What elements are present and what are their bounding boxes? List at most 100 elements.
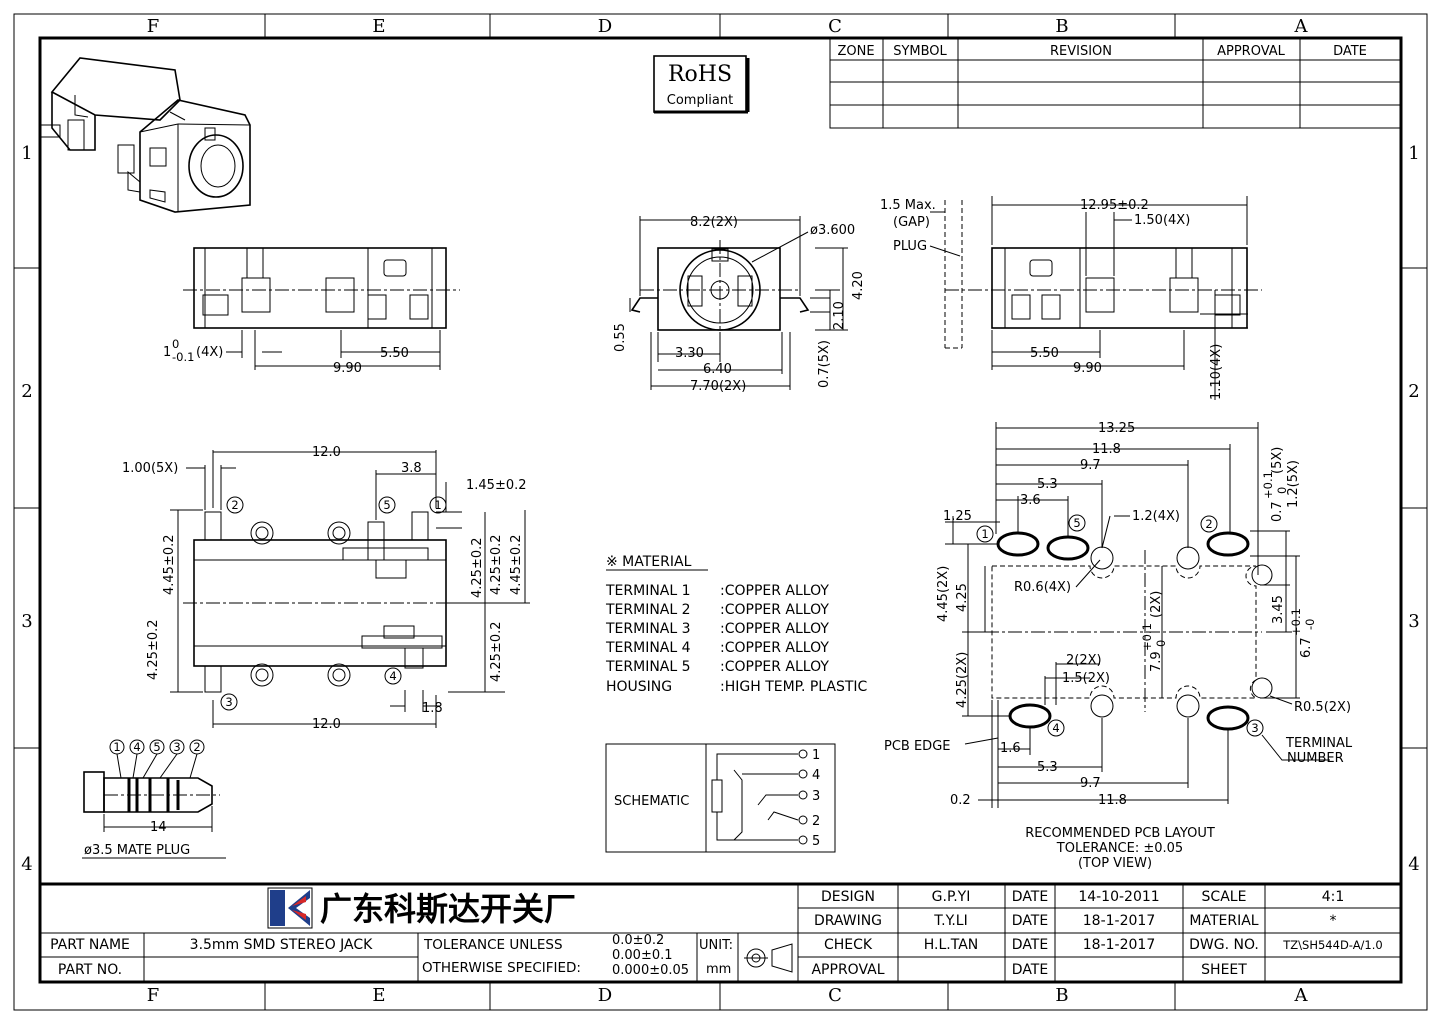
dim-label: 0 (172, 337, 179, 351)
zone-row-left: 4 (21, 854, 32, 875)
zone-col-bottom: E (372, 985, 385, 1006)
side-view-right: 1.5 Max. (GAP) PLUG 12.95±0.2 1.50(4X) 5… (880, 196, 1262, 400)
date-label: DATE (1012, 913, 1048, 929)
schematic-pin: 4 (812, 768, 820, 783)
terminal-balloon: 4 (389, 669, 396, 683)
zone-col-bottom: F (147, 985, 160, 1006)
material-item-value: :COPPER ALLOY (720, 640, 829, 656)
pcb-caption: TOLERANCE: ±0.05 (1056, 841, 1183, 856)
plug-balloon: 4 (133, 740, 140, 754)
material-value: * (1330, 913, 1337, 929)
pcb-dim: +0.1 (1140, 623, 1154, 651)
dim-label: 1.50(4X) (1134, 213, 1190, 228)
pcb-dim: 9.7 (1080, 458, 1101, 473)
pcb-dim: (2X) (1149, 591, 1164, 618)
revision-table: ZONE SYMBOL REVISION APPROVAL DATE (829, 37, 1402, 129)
tolerance-label: OTHERWISE SPECIFIED: (422, 960, 581, 976)
pcb-dim: 3.6 (1020, 493, 1041, 508)
terminal-balloon: 1 (434, 498, 441, 512)
front-view: 8.2(2X) ø3.600 4.20 2.10 0.7(5X) 0.55 3.… (613, 215, 866, 394)
part-name-label: PART NAME (50, 937, 130, 953)
zone-col-bottom: C (828, 985, 842, 1006)
pcb-dim: TERMINAL (1285, 736, 1353, 751)
pcb-dim: 0 (1154, 640, 1168, 647)
schematic-pin: 2 (812, 814, 820, 829)
pcb-dim: 11.8 (1098, 793, 1127, 808)
tolerance-value: 0.0±0.2 (612, 933, 664, 948)
zone-row-right: 1 (1408, 143, 1419, 164)
schematic-label: SCHEMATIC (614, 794, 689, 809)
zone-col-top: A (1294, 16, 1309, 37)
pcb-dim: +0.1 (1289, 608, 1303, 636)
dim-label: 14 (150, 820, 167, 835)
part-no-label: PART NO. (58, 962, 122, 978)
plug-balloon: 2 (193, 740, 200, 754)
pcb-dim: 4.25 (955, 583, 970, 612)
material-item-value: :COPPER ALLOY (720, 583, 829, 599)
dim-label: 1.10(4X) (1209, 344, 1224, 400)
revision-header: DATE (1333, 44, 1367, 59)
zone-col-top: E (372, 16, 385, 37)
dim-label: 3.8 (401, 461, 422, 476)
dim-label: 4.45±0.2 (509, 534, 524, 595)
dim-label: 12.0 (312, 445, 341, 460)
material-item-name: TERMINAL 1 (605, 583, 691, 599)
material-item-value: :COPPER ALLOY (720, 621, 829, 637)
material-item-name: HOUSING (606, 679, 672, 695)
pcb-caption: (TOP VIEW) (1078, 856, 1152, 871)
company-name: 广东科斯达开关厂 (320, 890, 576, 928)
approval-label: APPROVAL (811, 962, 884, 978)
dim-label: PLUG (893, 239, 927, 254)
zone-row-left: 3 (21, 611, 32, 632)
unit-label: UNIT: (699, 938, 733, 953)
zone-col-top: F (147, 16, 160, 37)
company-logo-icon (267, 887, 313, 929)
pcb-dim: R0.6(4X) (1014, 580, 1071, 595)
schematic: SCHEMATIC 1 4 3 2 5 (605, 743, 836, 853)
unit-value: mm (706, 962, 731, 977)
pcb-dim: R0.5(2X) (1294, 700, 1351, 715)
title-block: 广东科斯达开关厂 PART NAME 3.5mm SMD STEREO JACK… (40, 882, 1401, 982)
pcb-balloon: 3 (1251, 721, 1258, 735)
check-value: H.L.TAN (924, 937, 979, 953)
pcb-dim: 4.25(2X) (955, 652, 970, 708)
dim-label: (4X) (196, 345, 223, 360)
pcb-dim: PCB EDGE (884, 739, 950, 754)
plug-balloon: 5 (153, 740, 160, 754)
material-item-name: TERMINAL 5 (605, 659, 691, 675)
pcb-dim: 2(2X) (1066, 653, 1102, 668)
scale-value: 4:1 (1322, 889, 1345, 905)
dim-label: ø3.600 (810, 223, 855, 238)
pcb-dim: 0.2 (950, 793, 971, 808)
date-value: 14-10-2011 (1078, 889, 1159, 905)
date-value: 18-1-2017 (1083, 913, 1155, 929)
dim-label: 5.50 (380, 346, 409, 361)
dim-label: 6.40 (703, 362, 732, 377)
pcb-dim: 11.8 (1092, 442, 1121, 457)
schematic-pin: 3 (812, 789, 820, 804)
pcb-dim: NUMBER (1287, 751, 1344, 766)
pcb-dim: 6.7 (1299, 637, 1314, 658)
zone-col-bottom: D (598, 985, 612, 1006)
pcb-balloon: 2 (1205, 517, 1212, 531)
tolerance-value: 0.00±0.1 (612, 948, 673, 963)
dim-label: 1.5 Max. (880, 198, 936, 213)
terminal-balloon: 3 (225, 695, 232, 709)
pcb-dim: 0.7 (1270, 501, 1285, 522)
schematic-pin: 1 (812, 748, 820, 763)
projection-symbol-icon (744, 943, 793, 973)
terminal-balloon: 5 (383, 498, 390, 512)
dim-label: 12.95±0.2 (1080, 198, 1149, 213)
zone-col-bottom: B (1055, 985, 1068, 1006)
pcb-dim: 1.6 (1000, 741, 1021, 756)
dim-label: -0.1 (172, 350, 194, 364)
material-title: ※ MATERIAL (606, 554, 692, 570)
material-item-value: :HIGH TEMP. PLASTIC (720, 679, 868, 695)
dim-label: 7.70(2X) (690, 379, 746, 394)
zone-row-left: 1 (21, 143, 32, 164)
zone-row-right: 4 (1408, 854, 1419, 875)
plug-balloon: 3 (173, 740, 180, 754)
dim-label: 3.30 (675, 346, 704, 361)
